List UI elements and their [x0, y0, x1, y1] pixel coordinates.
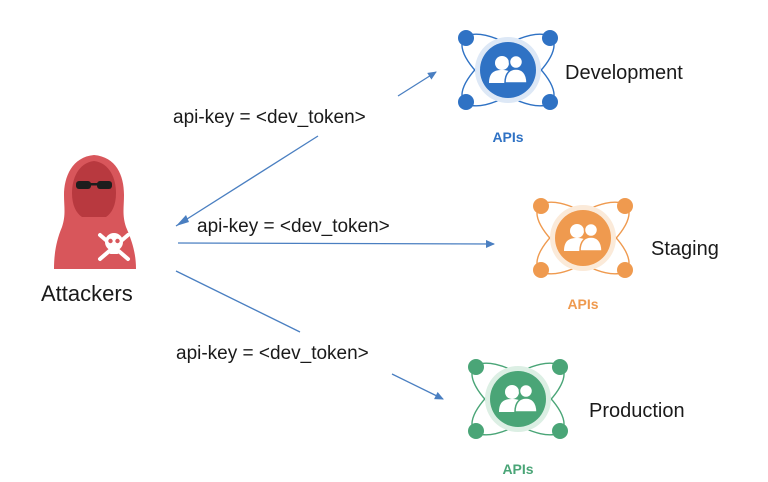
- edge-attacker-to-dev-tail: [397, 71, 437, 97]
- users-network-icon: [533, 198, 633, 278]
- users-network-icon: [458, 30, 558, 110]
- edge-attacker-to-staging: [177, 239, 495, 248]
- edge-dev-arrowhead-attacker: [176, 215, 189, 226]
- environment-label: Development: [565, 62, 683, 84]
- edge-label-staging: api-key = <dev_token>: [197, 216, 390, 237]
- users-network-icon: [468, 359, 568, 439]
- apis-badge: APIs: [502, 461, 533, 477]
- environment-node-staging: APIs Staging: [533, 198, 719, 312]
- attacker-node: Attackers: [41, 155, 136, 306]
- environment-node-production: APIs Production: [468, 359, 685, 477]
- edge-label-production: api-key = <dev_token>: [176, 343, 369, 364]
- edge-attacker-to-production-b: [391, 373, 444, 400]
- environment-label: Staging: [651, 238, 719, 260]
- environment-label: Production: [589, 400, 685, 422]
- edge-label-development: api-key = <dev_token>: [173, 107, 366, 128]
- edges: [175, 71, 495, 400]
- edge-attacker-to-production-a: [175, 270, 301, 333]
- edge-dev-to-attacker: [175, 135, 319, 227]
- attacker-label: Attackers: [41, 281, 133, 306]
- apis-badge: APIs: [492, 129, 523, 145]
- apis-badge: APIs: [567, 296, 598, 312]
- hooded-hacker-icon: [54, 155, 136, 269]
- environment-node-development: APIs Development: [458, 30, 683, 145]
